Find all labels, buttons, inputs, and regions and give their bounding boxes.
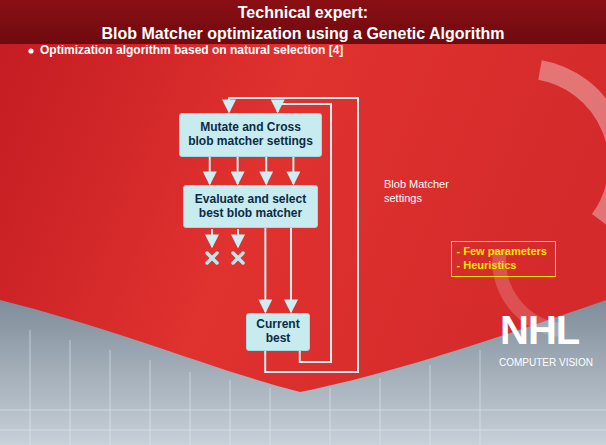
logo-mark: NHL (500, 310, 579, 350)
flow-arrow (290, 228, 292, 312)
result-box: Current best (246, 313, 310, 351)
flow-arrow (209, 157, 211, 184)
note-box: - Few parameters- Heuristics (451, 241, 556, 277)
flow-arrow (237, 157, 239, 184)
slide-title: Technical expert: Blob Matcher optimizat… (0, 3, 606, 45)
loop-label: Blob Matcher settings (384, 178, 449, 206)
process-box: Evaluate and select best blob matcher (183, 185, 318, 228)
title-bar (0, 0, 606, 44)
bullet-text: Optimization algorithm based on natural … (40, 43, 343, 57)
node-text: - Heuristics (457, 259, 550, 273)
node-text: Evaluate and select best blob matcher (195, 193, 306, 221)
flow-arrow (265, 157, 267, 184)
white-swoosh (540, 70, 606, 220)
bullet-dot (28, 48, 33, 53)
reject-arrows (212, 229, 238, 247)
flow-arrow (292, 157, 294, 184)
node-text: Current best (256, 318, 299, 346)
reject-cross (207, 253, 243, 263)
flow-arrow (264, 228, 266, 312)
node-text: Mutate and Cross blob matcher settings (188, 121, 313, 149)
logo-text: COMPUTER VISION (499, 357, 593, 368)
node-text: - Few parameters (457, 245, 550, 259)
process-box: Mutate and Cross blob matcher settings (179, 113, 322, 157)
